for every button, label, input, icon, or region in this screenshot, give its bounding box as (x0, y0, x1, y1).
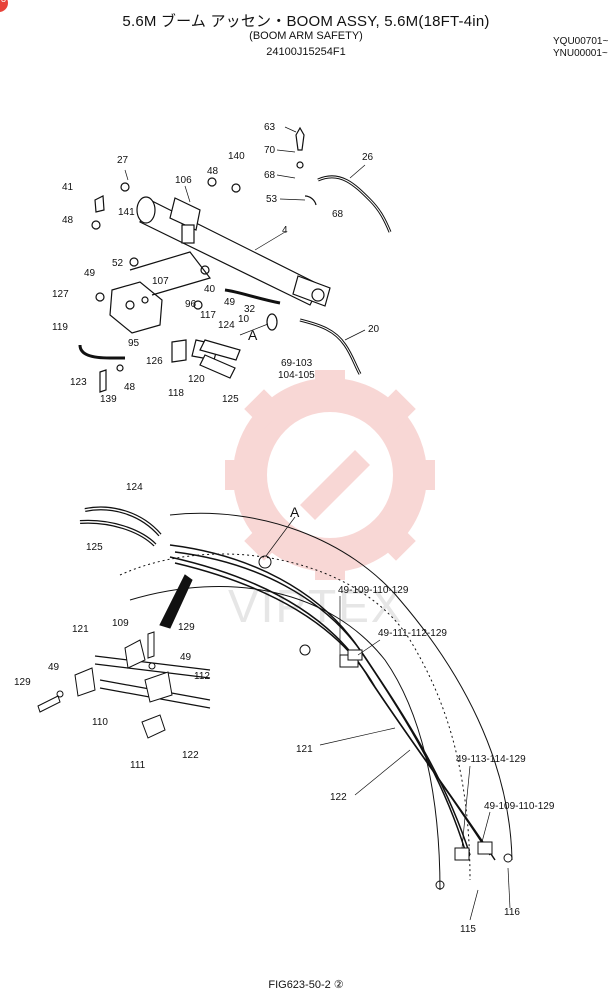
callout-group-1: 49-109-110-129 (338, 585, 409, 596)
callout-53: 53 (266, 194, 278, 205)
callout-a-lower: A (290, 504, 300, 520)
callout-140: 140 (228, 151, 245, 162)
callout-122-lower: 122 (330, 792, 347, 803)
diagram-title: 5.6M ブーム アッセン・BOOM ASSY, 5.6M(18FT-4in) (122, 13, 490, 30)
callout-120: 120 (188, 374, 205, 385)
callout-32: 32 (244, 304, 256, 315)
serial-range-2: YNU00001~ (553, 48, 608, 59)
lower-assembly (37, 506, 513, 921)
callout-127: 127 (52, 289, 69, 300)
callout-20: 20 (368, 324, 380, 335)
callout-124-lower: 124 (126, 482, 143, 493)
callout-118: 118 (168, 388, 184, 399)
callout-117: 117 (200, 310, 216, 321)
callout-49b: 49 (224, 297, 236, 308)
callout-106: 106 (175, 175, 192, 186)
callout-52: 52 (112, 258, 124, 269)
watermark-gear-icon (225, 370, 435, 580)
callout-49-left: 49 (48, 662, 60, 673)
callout-121-lower: 121 (296, 744, 313, 755)
callout-10: 10 (238, 314, 250, 325)
callout-125-lower: 125 (86, 542, 103, 553)
callout-70: 70 (264, 145, 276, 156)
callout-119: 119 (52, 322, 68, 333)
corner-badge: 8 (0, 0, 8, 12)
callout-104-105: 104-105 (278, 370, 315, 381)
callout-121: 121 (72, 624, 89, 635)
callout-110: 110 (92, 717, 108, 728)
callout-116: 116 (504, 907, 520, 918)
callout-group-3: 49-113-114-129 (456, 754, 526, 765)
callout-49-lower: 49 (180, 652, 192, 663)
callout-49: 49 (84, 268, 96, 279)
callout-a-upper: A (248, 327, 258, 343)
callout-129-left: 129 (14, 677, 31, 688)
callout-27: 27 (117, 155, 129, 166)
callout-48: 48 (207, 166, 219, 177)
callout-111: 111 (130, 760, 146, 771)
callout-107: 107 (152, 276, 169, 287)
callout-123: 123 (70, 377, 87, 388)
callout-95: 95 (128, 338, 140, 349)
callout-26: 26 (362, 152, 374, 163)
callout-125: 125 (222, 394, 239, 405)
callout-129: 129 (178, 622, 195, 633)
callout-48b: 48 (62, 215, 74, 226)
part-number: 24100J15254F1 (266, 46, 346, 58)
callout-group-2: 49-111-112-129 (378, 628, 447, 639)
callout-41: 41 (62, 182, 74, 193)
callout-112: 112 (194, 671, 210, 682)
callout-124: 124 (218, 320, 235, 331)
callout-40: 40 (204, 284, 216, 295)
callout-group-4: 49-109-110-129 (484, 801, 555, 812)
callout-141: 141 (118, 207, 135, 218)
callout-96: 96 (185, 299, 197, 310)
callout-139: 139 (100, 394, 117, 405)
diagram-subtitle: (BOOM ARM SAFETY) (249, 30, 363, 42)
callout-68b: 68 (332, 209, 344, 220)
upper-assembly (78, 126, 392, 393)
corner-badge-text: 8 (1, 0, 6, 4)
callout-48c: 48 (124, 382, 136, 393)
callout-109: 109 (112, 618, 129, 629)
serial-range-1: YQU00701~ (553, 36, 609, 47)
figure-number: FIG623-50-2 ② (268, 979, 344, 991)
callout-115: 115 (460, 924, 476, 935)
callout-4: 4 (282, 225, 288, 236)
callout-122: 122 (182, 750, 199, 761)
callout-69-103: 69-103 (281, 358, 313, 369)
callout-68: 68 (264, 170, 276, 181)
callout-63: 63 (264, 122, 276, 133)
callout-126: 126 (146, 356, 163, 367)
